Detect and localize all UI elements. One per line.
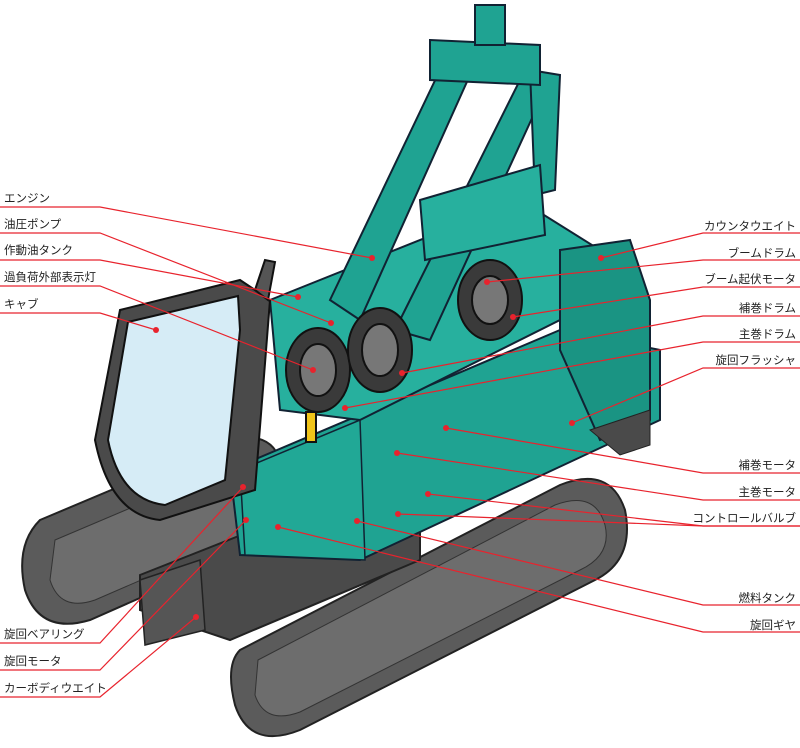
leader-dot <box>394 450 400 456</box>
leader-line <box>0 285 314 371</box>
leader-dot <box>369 255 375 261</box>
leader-dot <box>395 511 401 517</box>
leader-dot <box>399 370 405 376</box>
leader-dot <box>243 517 249 523</box>
label-control-valve: コントロールバルブ <box>692 511 797 525</box>
label-aux-motor: 補巻モータ <box>738 458 797 472</box>
leader-dot <box>310 367 316 373</box>
leader-dot <box>153 327 159 333</box>
label-cab: キャブ <box>4 297 39 311</box>
label-hydraulic-tank: 作動油タンク <box>4 243 73 257</box>
crawler-track-right <box>230 477 628 738</box>
leader-dot <box>328 320 334 326</box>
leader-line <box>0 616 197 698</box>
leader-dot <box>510 314 516 320</box>
leader-line <box>396 452 800 501</box>
cab <box>93 258 277 522</box>
label-carbody-weight: カーボディウエイト <box>4 681 107 695</box>
label-hydraulic-pump: 油圧ポンプ <box>4 217 62 231</box>
leader-line <box>0 486 244 644</box>
leader-line <box>344 341 800 409</box>
leader-dot <box>193 614 199 620</box>
leader-dot <box>598 255 604 261</box>
label-engine: エンジン <box>4 191 50 205</box>
leader-dot <box>354 518 360 524</box>
leader-dot <box>425 491 431 497</box>
leader-line <box>277 526 800 633</box>
leader-line <box>571 367 800 424</box>
leader-dot <box>295 294 301 300</box>
leader-dot <box>569 420 575 426</box>
leader-line <box>397 513 800 527</box>
boom-frame <box>328 4 562 342</box>
label-boom-hoist-motor: ブーム起伏モータ <box>704 272 796 286</box>
leader-line <box>356 520 800 606</box>
label-overload-lamp: 過負荷外部表示灯 <box>4 270 96 284</box>
leader-dot <box>443 425 449 431</box>
label-swing-bearing: 旋回ベアリング <box>4 627 85 641</box>
label-boom-drum: ブームドラム <box>727 246 796 260</box>
label-fuel-tank: 燃料タンク <box>738 591 797 605</box>
label-swing-gear: 旋回ギヤ <box>750 618 796 632</box>
label-swing-flasher: 旋回フラッシャ <box>715 353 797 367</box>
leader-line <box>445 427 800 474</box>
label-main-motor: 主巻モータ <box>738 485 797 499</box>
leader-line <box>512 286 800 318</box>
leader-line <box>0 312 157 331</box>
leader-line <box>0 519 247 671</box>
leader-line <box>401 315 800 374</box>
label-aux-drum: 補巻ドラム <box>738 301 796 315</box>
drums <box>285 259 523 443</box>
leader-dot <box>275 524 281 530</box>
leader-dot <box>240 484 246 490</box>
label-swing-motor: 旋回モータ <box>4 654 62 668</box>
leader-line <box>0 259 299 298</box>
overload-indicator-lamp <box>305 411 317 443</box>
leader-line <box>0 232 332 324</box>
label-main-drum: 主巻ドラム <box>738 327 796 341</box>
leader-line <box>600 232 800 259</box>
leader-line <box>486 259 800 283</box>
leader-line <box>0 206 373 259</box>
leader-dot <box>484 279 490 285</box>
leader-dot <box>342 405 348 411</box>
label-counterweight: カウンタウエイト <box>704 219 796 233</box>
